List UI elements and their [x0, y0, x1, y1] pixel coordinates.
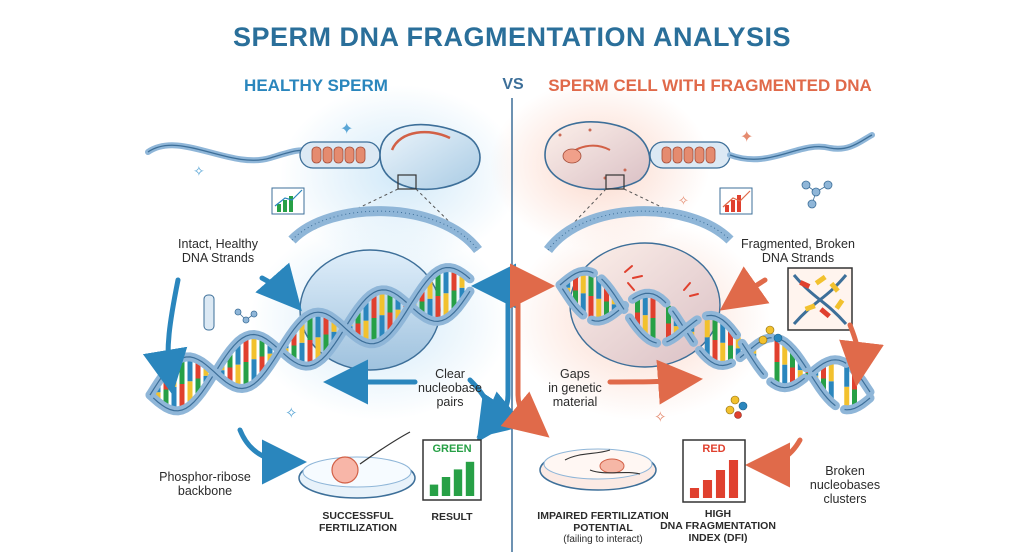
result-bar	[689, 488, 700, 498]
result-bar	[441, 477, 451, 496]
fragmented-sperm-cell	[544, 121, 875, 251]
arrow-broken-to-nucleus	[719, 266, 770, 311]
arrow-clusters-to-dfi	[745, 437, 803, 488]
label-intact-strands: Intact, Healthy DNA Strands	[178, 237, 258, 265]
healthy-egg-cell	[331, 456, 359, 484]
molecule-icon	[234, 308, 258, 324]
healthy-result-box	[422, 439, 482, 501]
healthy-chart-icon	[271, 187, 305, 215]
broken-strands-zoom	[787, 267, 853, 331]
result-bar	[715, 470, 726, 498]
healthy-heading: HEALTHY SPERM	[244, 76, 388, 95]
dna-strand-b-outline	[559, 270, 871, 393]
label-backbone: Phosphor-ribose backbone	[159, 470, 251, 498]
caption-successful-fertilization: SUCCESSFUL FERTILIZATION	[319, 510, 397, 534]
arrow-intact-to-nucleus	[255, 262, 302, 312]
fragmented-result-bars	[689, 460, 739, 498]
caption-impaired-main: IMPAIRED FERTILIZATION POTENTIAL	[537, 510, 669, 534]
sparkle-icon: ✦	[340, 121, 353, 138]
fragmented-zoom-box	[605, 174, 625, 190]
fragmented-result-label: RED	[702, 443, 726, 455]
fragmented-chart-icon	[719, 187, 753, 215]
label-broken-strands: Fragmented, Broken DNA Strands	[741, 237, 855, 265]
result-bar	[702, 480, 713, 498]
molecule-icon	[801, 180, 833, 209]
fragmented-egg-cell	[599, 458, 625, 474]
healthy-zoom-box	[397, 174, 417, 190]
dna-strand-a-outline	[559, 284, 871, 411]
sparkle-icon: ✧	[193, 163, 205, 179]
caption-high-dfi: HIGH DNA FRAGMENTATION INDEX (DFI)	[660, 508, 776, 544]
label-clear-pairs: Clear nucleobase pairs	[418, 367, 482, 409]
sparkle-icon: ✧	[285, 405, 298, 422]
arrow-backbone-to-dish	[237, 427, 307, 485]
dna-strand-a-outline	[149, 289, 471, 412]
healthy-result-label: GREEN	[432, 443, 472, 455]
fragmented-result-box	[682, 439, 746, 503]
sparkle-icon: ✦	[740, 129, 753, 146]
vs-label: VS	[502, 76, 524, 93]
break-marks	[624, 265, 699, 297]
fragmented-dna-helix	[555, 266, 875, 415]
healthy-dna-helix	[145, 263, 475, 416]
caption-impaired-sub: (failing to interact)	[563, 534, 643, 545]
dna-strand-b-outline	[149, 267, 471, 396]
result-bar	[465, 461, 475, 496]
fragmented-heading: SPERM CELL WITH FRAGMENTED DNA	[548, 76, 872, 95]
sparkle-icon: ✧	[678, 193, 689, 208]
arrow-gaps	[607, 359, 703, 405]
page-title: SPERM DNA FRAGMENTATION ANALYSIS	[232, 22, 792, 52]
test-tube-icon	[203, 294, 215, 331]
healthy-result-bars	[429, 461, 475, 496]
caption-result: RESULT	[431, 511, 473, 523]
result-bar	[453, 469, 463, 496]
fragmented-petri-dish	[539, 448, 657, 491]
arrow-left-down	[142, 277, 188, 395]
label-gaps: Gaps in genetic material	[548, 367, 602, 409]
arrow-right-down	[839, 322, 884, 387]
result-bar	[728, 460, 739, 498]
healthy-sperm-cell	[145, 123, 481, 251]
healthy-petri-dish	[298, 431, 416, 499]
caption-impaired-fertilization: IMPAIRED FERTILIZATION POTENTIAL (failin…	[518, 510, 688, 546]
nucleobase-clusters	[725, 325, 783, 419]
sparkle-icon: ✧	[654, 409, 667, 426]
label-broken-clusters: Broken nucleobases clusters	[809, 464, 881, 506]
result-bar	[429, 484, 439, 496]
